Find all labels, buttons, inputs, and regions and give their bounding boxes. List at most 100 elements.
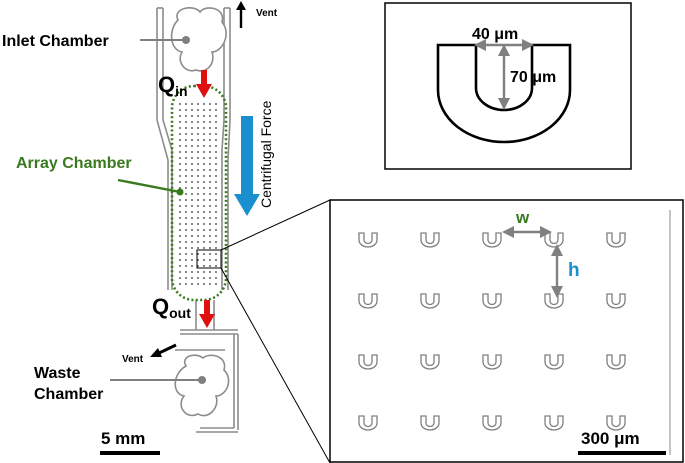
array-dot bbox=[215, 175, 217, 177]
array-dot bbox=[209, 211, 211, 213]
array-dot bbox=[179, 109, 181, 111]
array-dot bbox=[197, 271, 199, 273]
trap-cell bbox=[420, 232, 440, 248]
array-dot bbox=[185, 247, 187, 249]
waste-chamber-shape bbox=[174, 354, 230, 417]
array-dot bbox=[215, 235, 217, 237]
array-dot bbox=[191, 187, 193, 189]
array-dot bbox=[185, 277, 187, 279]
array-dot bbox=[185, 193, 187, 195]
array-dot bbox=[191, 181, 193, 183]
array-dot bbox=[215, 139, 217, 141]
array-dot bbox=[179, 127, 181, 129]
array-dot bbox=[179, 151, 181, 153]
array-dot bbox=[215, 157, 217, 159]
array-dot bbox=[203, 109, 205, 111]
array-dot bbox=[185, 259, 187, 261]
array-dot bbox=[191, 271, 193, 273]
array-dot bbox=[185, 223, 187, 225]
array-dot bbox=[209, 157, 211, 159]
array-dot bbox=[203, 217, 205, 219]
array-dot bbox=[197, 181, 199, 183]
array-dot bbox=[209, 127, 211, 129]
array-dot bbox=[203, 229, 205, 231]
array-dot bbox=[215, 115, 217, 117]
array-dot bbox=[209, 277, 211, 279]
array-dot bbox=[179, 181, 181, 183]
trap-cell bbox=[606, 293, 626, 309]
array-dot bbox=[185, 145, 187, 147]
array-dot bbox=[185, 205, 187, 207]
array-dot bbox=[179, 169, 181, 171]
array-dot bbox=[215, 229, 217, 231]
array-dot bbox=[191, 241, 193, 243]
array-dot bbox=[203, 151, 205, 153]
array-dot bbox=[185, 115, 187, 117]
array-dot bbox=[215, 127, 217, 129]
trap-cell bbox=[544, 293, 564, 309]
array-dot bbox=[179, 271, 181, 273]
array-dot bbox=[209, 121, 211, 123]
array-dot bbox=[185, 235, 187, 237]
array-dot bbox=[209, 205, 211, 207]
array-dot bbox=[215, 241, 217, 243]
trap-cell bbox=[544, 415, 564, 431]
array-dot bbox=[209, 283, 211, 285]
array-dot bbox=[191, 127, 193, 129]
array-dot bbox=[191, 253, 193, 255]
spacing-h-label: h bbox=[568, 260, 580, 281]
vent-bottom-arrow bbox=[150, 343, 177, 357]
zoom-panel bbox=[329, 199, 684, 463]
array-dot bbox=[191, 235, 193, 237]
array-dot bbox=[203, 169, 205, 171]
trap-cell bbox=[544, 354, 564, 370]
trap-cell bbox=[482, 293, 502, 309]
trap-cell bbox=[420, 293, 440, 309]
array-dot bbox=[197, 139, 199, 141]
array-dot bbox=[179, 277, 181, 279]
array-dot bbox=[203, 163, 205, 165]
array-dot bbox=[203, 211, 205, 213]
array-dot bbox=[191, 139, 193, 141]
array-dot bbox=[191, 175, 193, 177]
array-dot bbox=[185, 133, 187, 135]
array-dot bbox=[197, 217, 199, 219]
array-dot bbox=[179, 283, 181, 285]
zoom-line-bottom bbox=[220, 267, 331, 463]
array-dot bbox=[203, 235, 205, 237]
array-dot bbox=[197, 127, 199, 129]
vent-bottom-label: Vent bbox=[122, 354, 144, 365]
array-dot bbox=[185, 181, 187, 183]
array-dot bbox=[179, 205, 181, 207]
array-dot bbox=[191, 103, 193, 105]
array-leader-line bbox=[117, 178, 181, 194]
array-dot bbox=[179, 163, 181, 165]
scale-bar-left bbox=[100, 451, 160, 455]
array-dot bbox=[215, 259, 217, 261]
array-dot bbox=[209, 133, 211, 135]
array-dots bbox=[179, 103, 217, 285]
array-dot bbox=[203, 145, 205, 147]
array-dot bbox=[179, 211, 181, 213]
trap-shape bbox=[436, 43, 572, 144]
array-dot bbox=[185, 103, 187, 105]
array-dot bbox=[215, 133, 217, 135]
array-dot bbox=[185, 157, 187, 159]
array-dot bbox=[191, 163, 193, 165]
array-dot bbox=[203, 115, 205, 117]
array-dot bbox=[209, 223, 211, 225]
array-dot bbox=[191, 205, 193, 207]
array-dot bbox=[215, 109, 217, 111]
array-dot bbox=[185, 283, 187, 285]
waste-chamber-label-2: Chamber bbox=[34, 386, 103, 403]
array-dot bbox=[215, 121, 217, 123]
array-dot bbox=[191, 151, 193, 153]
array-dot bbox=[209, 259, 211, 261]
array-dot bbox=[209, 265, 211, 267]
array-dot bbox=[215, 181, 217, 183]
array-dot bbox=[203, 205, 205, 207]
array-dot bbox=[209, 115, 211, 117]
array-dot bbox=[209, 187, 211, 189]
array-dot bbox=[197, 235, 199, 237]
array-dot bbox=[203, 121, 205, 123]
